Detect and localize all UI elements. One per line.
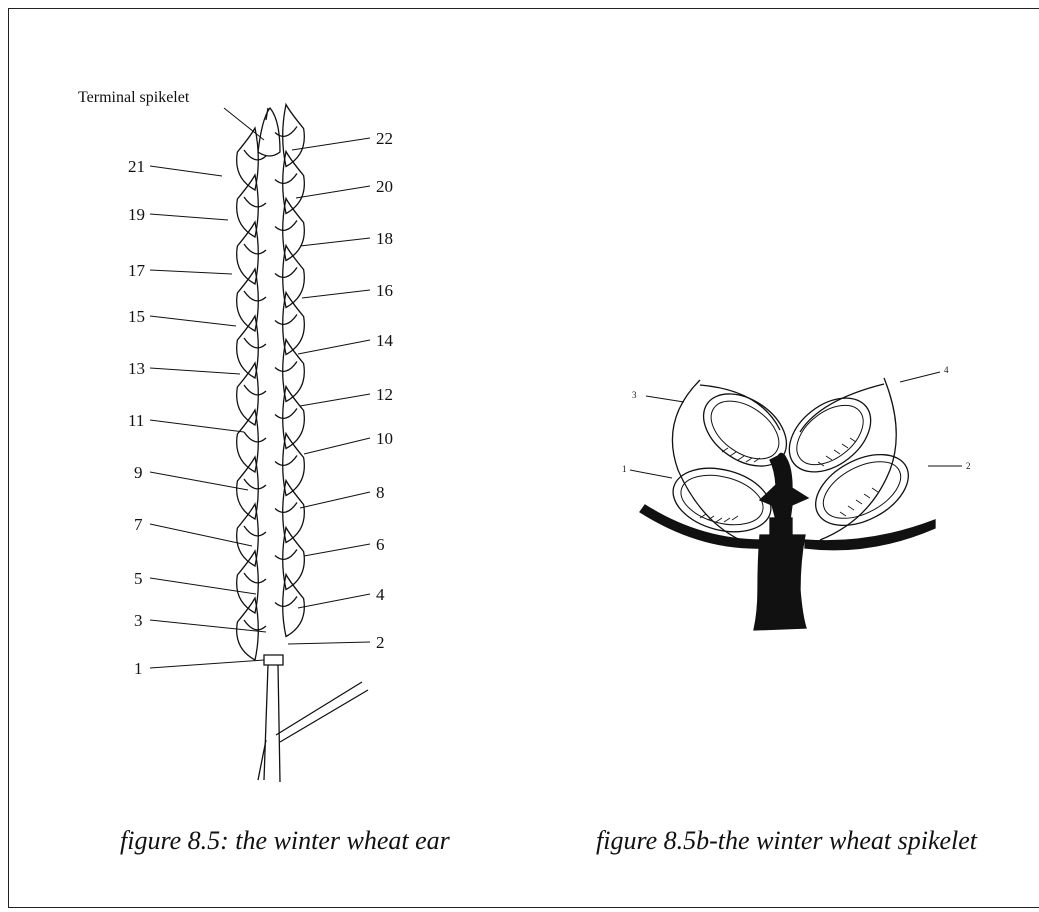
ear-label-right: 10 bbox=[376, 429, 393, 448]
spikelet-label-2: 2 bbox=[966, 461, 971, 471]
ear-spikelet-glume bbox=[244, 385, 266, 395]
spikelet-label-lines bbox=[630, 372, 962, 478]
ear-spikelet-glume bbox=[244, 479, 266, 489]
caption-winter-wheat-spikelet: figure 8.5b-the winter wheat spikelet bbox=[596, 826, 977, 856]
ear-spikelet-glume bbox=[275, 409, 297, 419]
ear-label-right: 6 bbox=[376, 535, 385, 554]
ear-leader-left bbox=[150, 214, 228, 220]
ear-spikelet-glume bbox=[275, 456, 297, 466]
ear-spikelet-glume bbox=[275, 174, 297, 184]
ear-spikelet-glume bbox=[244, 291, 266, 301]
ear-spikelet-glume bbox=[244, 338, 266, 348]
ear-label-left: 19 bbox=[128, 205, 145, 224]
ear-leader-left bbox=[150, 578, 256, 594]
floret-upper-right bbox=[775, 383, 884, 487]
floret-lower-right bbox=[804, 440, 920, 540]
ear-leader-left bbox=[150, 420, 244, 432]
ear-spikelet-glume bbox=[275, 221, 297, 231]
spikelet-label-4: 4 bbox=[944, 365, 949, 375]
ear-label-left: 11 bbox=[128, 411, 144, 430]
ear-leader-right bbox=[300, 238, 370, 246]
ear-spikelet-glume bbox=[275, 597, 297, 607]
ear-leader-left bbox=[150, 166, 222, 176]
terminal-spikelet-leader bbox=[224, 108, 264, 140]
ear-label-left: 1 bbox=[134, 659, 143, 678]
ear-label-left: 7 bbox=[134, 515, 143, 534]
spikelet-base bbox=[754, 535, 806, 630]
outer-glume-left bbox=[672, 380, 740, 540]
spikelet-drawing bbox=[640, 378, 935, 630]
ear-label-right: 16 bbox=[376, 281, 393, 300]
caption-winter-wheat-ear: figure 8.5: the winter wheat ear bbox=[120, 826, 450, 856]
ear-label-left: 13 bbox=[128, 359, 145, 378]
ear-spikelet-glume bbox=[275, 362, 297, 372]
ear-label-right: 20 bbox=[376, 177, 393, 196]
ear-leader-right bbox=[298, 340, 370, 354]
ear-number-labels: 21 19 17 15 13 11 9 7 5 3 1 22 20 18 16 14 12 10 8 6 4 2 bbox=[128, 129, 394, 678]
ear-label-right: 14 bbox=[376, 331, 394, 350]
ear-label-left: 21 bbox=[128, 157, 145, 176]
ear-spikelet-glume bbox=[275, 550, 297, 560]
bract-right bbox=[805, 520, 935, 550]
ear-leader-right bbox=[302, 290, 370, 298]
ear-label-left: 5 bbox=[134, 569, 143, 588]
ear-leader-right bbox=[298, 594, 370, 608]
leaf-sheath bbox=[276, 682, 368, 742]
ear-leader-lines bbox=[150, 138, 370, 668]
rachilla bbox=[760, 453, 808, 520]
ear-leader-left bbox=[150, 270, 232, 274]
ear-leader-left bbox=[150, 660, 264, 668]
ear-label-left: 9 bbox=[134, 463, 143, 482]
ear-spikelet-glume bbox=[244, 432, 266, 442]
glume-top-right bbox=[800, 384, 884, 432]
ear-label-right: 8 bbox=[376, 483, 385, 502]
ear-spikelet-glume bbox=[244, 573, 266, 583]
ear-label-right: 4 bbox=[376, 585, 385, 604]
rachis-band bbox=[264, 655, 283, 665]
ear-leader-right bbox=[304, 438, 370, 454]
ear-label-right: 12 bbox=[376, 385, 393, 404]
ear-leader-right bbox=[288, 642, 370, 644]
ear-label-left: 15 bbox=[128, 307, 145, 326]
ear-label-right: 2 bbox=[376, 633, 385, 652]
ear-leader-right bbox=[300, 492, 370, 508]
ear-leader-left bbox=[150, 472, 248, 490]
ear-label-right: 22 bbox=[376, 129, 393, 148]
ear-leader-left bbox=[150, 368, 240, 374]
ear-leader-right bbox=[304, 544, 370, 556]
spikelet-label-3: 3 bbox=[632, 390, 637, 400]
ear-leader-left bbox=[150, 316, 236, 326]
ear-spikelet-glume bbox=[275, 315, 297, 325]
spikelet-label-1: 1 bbox=[622, 464, 627, 474]
ear-leader-right bbox=[300, 394, 370, 406]
ear-leader-right bbox=[296, 186, 370, 198]
terminal-spikelet-label: Terminal spikelet bbox=[78, 89, 190, 106]
ear-spikelet-glume bbox=[275, 268, 297, 278]
wheat-stem bbox=[264, 665, 280, 782]
ear-label-left: 17 bbox=[128, 261, 146, 280]
ear-label-left: 3 bbox=[134, 611, 143, 630]
ear-label-right: 18 bbox=[376, 229, 393, 248]
ear-spikelets bbox=[237, 105, 305, 661]
terminal-spikelet bbox=[258, 108, 280, 156]
ear-spikelet-glume bbox=[244, 526, 266, 536]
bract-left bbox=[640, 505, 762, 548]
ear-spikelet-glume bbox=[244, 244, 266, 254]
ear-spikelet-glume bbox=[244, 197, 266, 207]
ear-spikelet-glume bbox=[244, 620, 266, 630]
ear-spikelet-glume bbox=[275, 503, 297, 513]
